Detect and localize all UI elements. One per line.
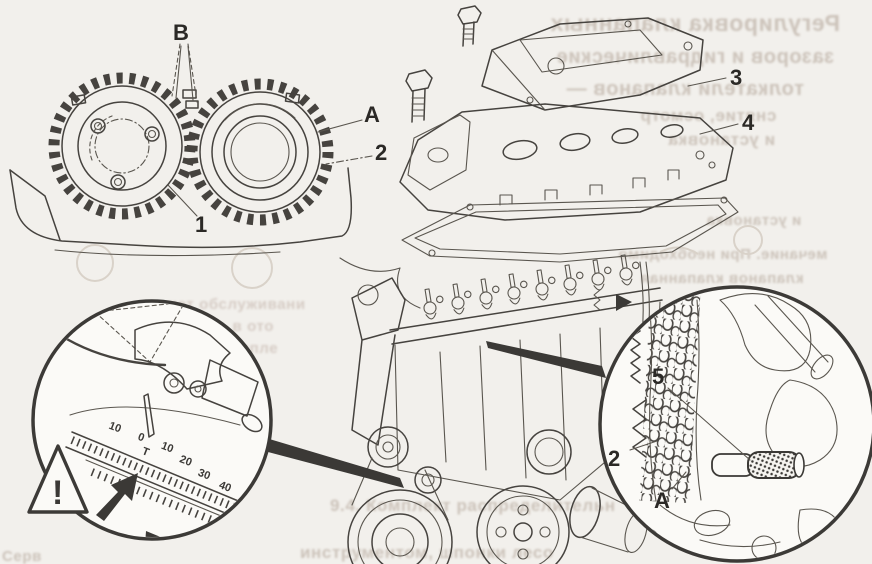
cover-gasket (401, 196, 739, 263)
exhaust-cam-gear (186, 78, 334, 226)
chain-pin-callout: 5 2 A (486, 285, 872, 563)
label-cover-3: 3 (730, 65, 742, 90)
timing-marks-callout: 10 0 T 10 20 30 40 ! (27, 299, 404, 541)
bolt-icon (405, 69, 433, 123)
ghost-artifacts (76, 225, 763, 289)
label-gear-2: 2 (375, 140, 387, 165)
scale-value: 0 (136, 431, 146, 444)
scale-value: 10 (107, 420, 123, 436)
intake-cam-gear (48, 72, 196, 220)
warning-icon: ! (27, 444, 89, 514)
scale-value: 30 (196, 467, 212, 483)
label-detail-a: A (654, 488, 670, 513)
callout-wedge (266, 438, 404, 488)
scale-value: 40 (217, 479, 233, 495)
scale-value: T (140, 445, 151, 459)
scale-value: 10 (159, 440, 175, 456)
warning-exclamation: ! (52, 474, 63, 512)
scale-value: 20 (178, 453, 194, 469)
bleed-bottom-line: 9.4. Комплект распределительн (330, 496, 616, 515)
label-gear-1: 1 (195, 212, 207, 237)
label-detail-5: 5 (652, 364, 664, 389)
bleed-bottom-line: Серв (2, 548, 42, 564)
label-gear-a: A (364, 102, 380, 127)
callout-wedge (486, 341, 606, 378)
timing-marks (70, 89, 301, 109)
locking-pin (711, 451, 805, 479)
bleed-left-line: нет обслуживани (168, 296, 306, 313)
valve-cover-diagram: 3 4 (399, 5, 755, 263)
label-cover-4: 4 (742, 110, 755, 135)
cover-plate (481, 17, 704, 111)
valve-cover (399, 103, 734, 221)
timing-gear-diagram: B A 2 1 (9, 20, 387, 257)
bolt-icon (457, 5, 482, 47)
label-gear-b: B (173, 20, 189, 45)
label-detail-2: 2 (608, 446, 620, 471)
